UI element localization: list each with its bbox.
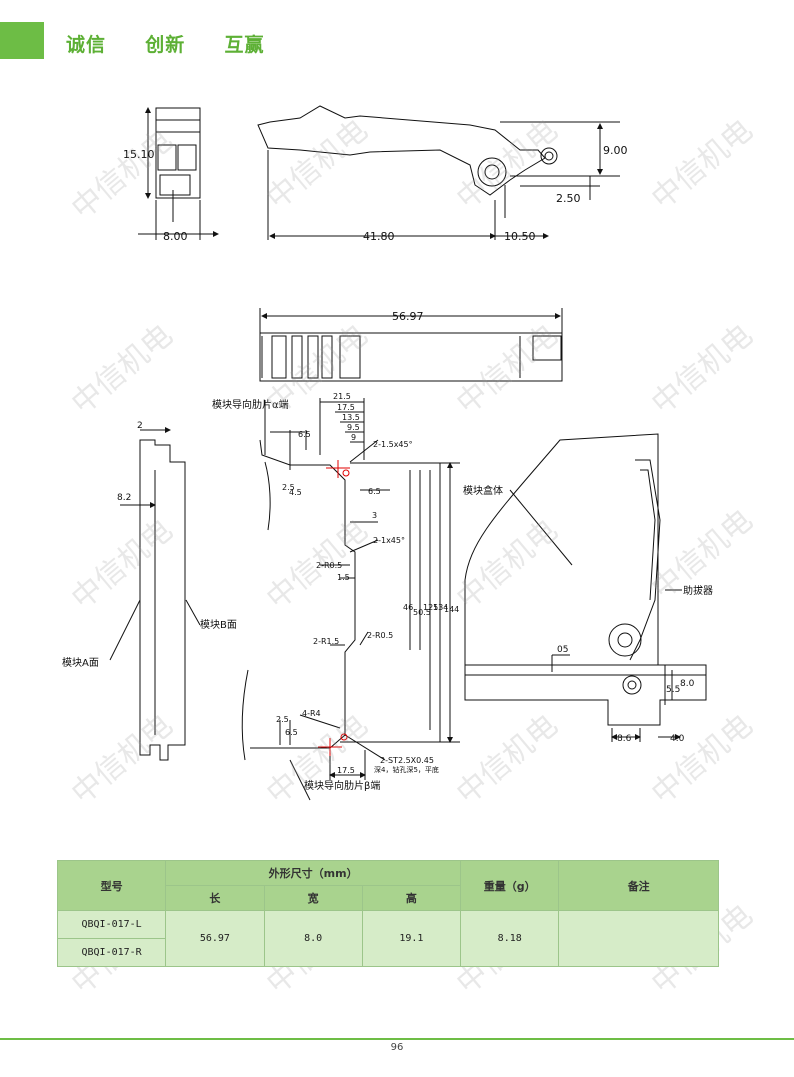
label-rib-alpha: 模块导向肋片α端	[212, 398, 289, 411]
dim-9: 9	[351, 433, 356, 442]
label-face-b: 模块B面	[200, 619, 237, 631]
dim-134: 134	[433, 603, 448, 612]
chamfer-top: 2-1.5x45°	[373, 440, 413, 449]
end-view-outline	[155, 107, 201, 199]
dim-total-length: 56.97	[392, 310, 424, 323]
dim-height: 15.10	[123, 148, 155, 161]
chamfer-mid: 2-1x45°	[373, 536, 405, 545]
dim-50-5: 50.5	[413, 608, 431, 617]
dim-8-0: 8.0	[680, 679, 695, 689]
note-cell	[558, 910, 719, 967]
model-cell: QBQI-017-R	[56, 938, 167, 967]
height-cell: 19.1	[361, 910, 462, 967]
page-number: 96	[390, 1042, 404, 1053]
table-row: QBQI-017-R	[56, 938, 719, 967]
dim-144: 144	[444, 605, 459, 614]
dim-6-5-top: 6.5	[298, 430, 311, 439]
label-rib-beta: 模块导向肋片β端	[304, 779, 380, 792]
dim-width-left: 8.00	[163, 230, 188, 243]
top-view-outline	[259, 332, 563, 382]
dim-2-5-b: 2.5	[276, 715, 289, 724]
radius-0-5-a: 2-R0.5	[316, 561, 342, 570]
label-module-box: 模块盒体	[463, 484, 503, 497]
screw-note: 深4，钻孔深5，平底	[374, 765, 439, 774]
header-dimensions: 外形尺寸（mm）	[165, 860, 462, 886]
footer-divider	[0, 1038, 794, 1040]
dim-6-5-b: 6.5	[285, 728, 298, 737]
dim-6-5: 6.5	[368, 487, 381, 496]
weight-cell: 8.18	[460, 910, 560, 967]
header-slogan: 诚信 创新 互赢	[66, 34, 265, 56]
table-row: QBQI-017-L 56.97 8.0 19.1 8.18	[56, 910, 719, 967]
technical-drawing: 15.10 8.00 41.80 10.50 9.00 2.50 56.97 模…	[62, 105, 713, 801]
header-length: 长	[165, 885, 265, 911]
spec-table: 型号 外形尺寸（mm） 重量（g） 备注 长 宽 高 QBQI-017-L 56…	[56, 860, 719, 967]
dim-17-5-b: 17.5	[337, 766, 355, 775]
dim-46: 46	[403, 603, 413, 612]
detail-profile	[250, 439, 356, 749]
dim-9-5: 9.5	[347, 423, 360, 432]
dim-5-5: 5.5	[666, 685, 680, 695]
dim-8-2: 8.2	[117, 493, 131, 503]
dim-13-5: 13.5	[342, 413, 360, 422]
dim-05: 05	[557, 645, 568, 655]
label-puller: 助拔器	[683, 584, 713, 597]
header-width: 宽	[263, 885, 363, 911]
profile-body	[257, 105, 546, 196]
assembly-housing	[464, 433, 659, 665]
radius-0-5-b: 2-R0.5	[367, 631, 393, 640]
dim-3: 3	[372, 511, 377, 520]
side-view-outline	[139, 439, 186, 761]
header-note: 备注	[558, 860, 719, 911]
dim-21-5: 21.5	[333, 392, 351, 401]
dim-right-small: 2.50	[556, 192, 581, 205]
red-reference-marks	[318, 460, 350, 756]
header-height: 高	[361, 885, 462, 911]
dim-8-6: 8.6	[617, 734, 632, 744]
dim-right-height: 9.00	[603, 144, 628, 157]
dim-4-5: 4.5	[289, 488, 302, 497]
radius-1-5: 2-R1.5	[313, 637, 339, 646]
width-cell: 8.0	[263, 910, 363, 967]
dim-2: 2	[137, 421, 143, 431]
dim-1-5: 1.5	[337, 573, 350, 582]
dim-tail: 10.50	[504, 230, 536, 243]
header-model: 型号	[56, 860, 167, 911]
model-cell: QBQI-017-L	[56, 910, 167, 939]
dim-length: 41.80	[363, 230, 395, 243]
radius-4: 4-R4	[302, 709, 321, 718]
length-cell: 56.97	[165, 910, 265, 967]
header-accent-bar	[0, 22, 44, 59]
header-weight: 重量（g）	[460, 860, 560, 911]
dim-4-0: 4.0	[670, 734, 685, 744]
dim-17-5: 17.5	[337, 403, 355, 412]
screw-spec: 2-ST2.5X0.45	[380, 756, 434, 765]
dim-2-5: 2.5	[282, 483, 295, 492]
label-face-a: 模块A面	[62, 657, 99, 669]
dim-125: 125	[423, 603, 438, 612]
